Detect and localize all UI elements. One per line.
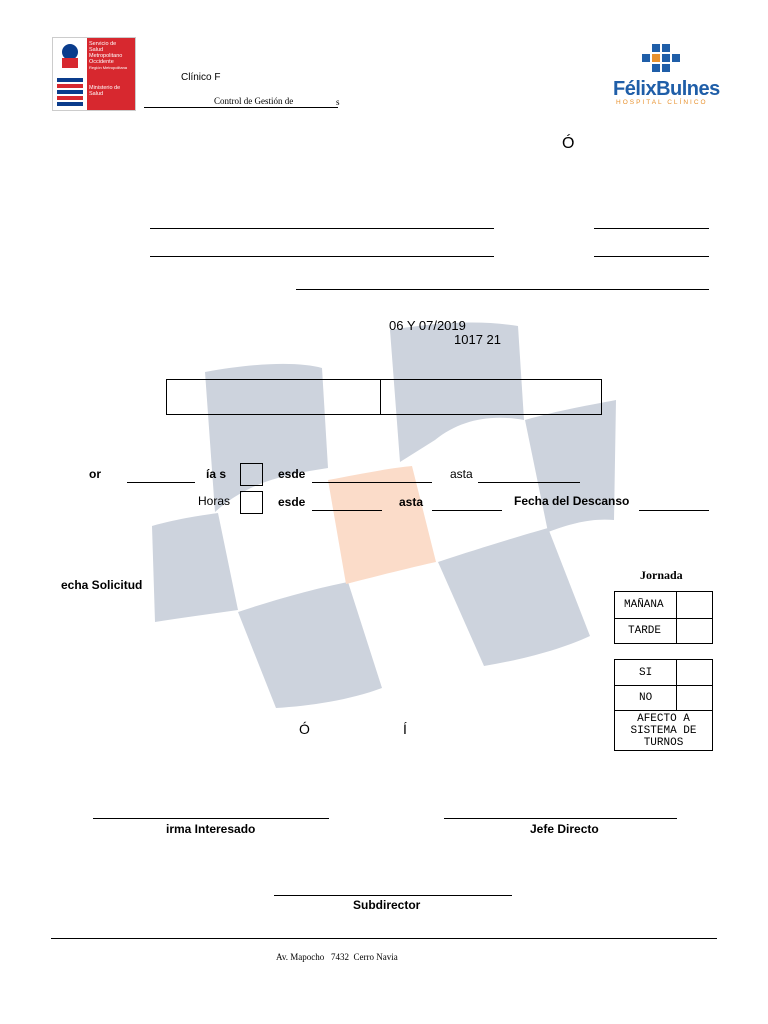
- jornada-row-label: MAÑANA: [614, 591, 677, 619]
- jornada-row-label: TARDE: [614, 618, 677, 644]
- turnos-caption-text: AFECTO A SISTEMA DE TURNOS: [630, 712, 697, 749]
- jornada-tarde-text: TARDE: [628, 625, 662, 637]
- middle-char-1: Ó: [299, 721, 310, 737]
- hasta-line: [478, 482, 580, 483]
- footer-address: Av. Mapocho 7432 Cerro Navia: [276, 952, 398, 962]
- dias-checkbox[interactable]: [240, 463, 263, 486]
- hospital-logo-icon: [642, 44, 680, 72]
- number-text: 1017 21: [454, 332, 501, 347]
- dias-label: ía s: [206, 467, 227, 481]
- hasta2-line: [432, 510, 502, 511]
- jornada-tarde-cell[interactable]: [676, 618, 713, 644]
- fecha-descanso-line: [639, 510, 709, 511]
- turnos-si-cell[interactable]: [676, 659, 713, 686]
- turnos-no-text: NO: [639, 692, 653, 704]
- turnos-no-cell[interactable]: [676, 685, 713, 711]
- desde2-line: [312, 510, 382, 511]
- logo-line: Occidente: [89, 59, 114, 65]
- signature-subdirector: Subdirector: [353, 898, 421, 912]
- logo-line: Metropolitano: [89, 53, 123, 59]
- coat-of-arms-icon: [53, 38, 87, 106]
- control-suffix: s: [336, 97, 340, 107]
- hospital-brand: FélixBulnes: [613, 78, 720, 100]
- blank-line-2: [594, 228, 709, 229]
- signature-interesado: irma Interesado: [166, 822, 256, 836]
- input-box-left[interactable]: [166, 379, 381, 415]
- logo-line: Salud: [89, 47, 104, 53]
- blank-line-4: [594, 256, 709, 257]
- signature-line-subdirector: [274, 895, 512, 896]
- signature-jefe: Jefe Directo: [530, 822, 599, 836]
- blank-line-1: [150, 228, 494, 229]
- jornada-manana-text: MAÑANA: [624, 599, 664, 611]
- horas-label: Horas: [198, 494, 231, 508]
- por-label: or: [89, 467, 101, 481]
- desde-line: [312, 482, 432, 483]
- header-accent-char: Ó: [562, 135, 575, 152]
- signature-line-jefe: [444, 818, 677, 819]
- control-text: Control de Gestión de: [214, 96, 294, 106]
- input-box-right[interactable]: [380, 379, 602, 415]
- hasta2-label: asta: [399, 495, 424, 509]
- fecha-solicitud-label: echa Solicitud: [61, 578, 143, 592]
- hasta-label: asta: [450, 467, 473, 481]
- desde-label: esde: [278, 467, 306, 481]
- jornada-title: Jornada: [640, 568, 683, 582]
- hospital-sub: HOSPITAL CLÍNICO: [616, 99, 708, 106]
- middle-char-2: Í: [403, 721, 407, 737]
- date-text: 06 Y 07/2019: [389, 318, 466, 333]
- logo-line: Ministerio de: [89, 85, 121, 91]
- logo-line: Región Metropolitana: [89, 65, 128, 70]
- horas-checkbox[interactable]: [240, 491, 263, 514]
- footer-rule: [51, 938, 717, 939]
- jornada-manana-cell[interactable]: [676, 591, 713, 619]
- turnos-si-text: SI: [639, 666, 653, 679]
- por-line: [127, 482, 195, 483]
- turnos-caption: AFECTO A SISTEMA DE TURNOS: [614, 710, 713, 751]
- ministry-logo: Servicio de Salud Metropolitano Occident…: [52, 37, 136, 111]
- blank-line-3: [150, 256, 494, 257]
- logo-line: Servicio de: [89, 41, 117, 47]
- logo-line: Salud: [89, 91, 104, 97]
- turnos-row-label: SI: [614, 659, 677, 686]
- turnos-row-label: NO: [614, 685, 677, 711]
- clinic-fragment: Clínico F: [181, 72, 221, 83]
- control-underline: [144, 107, 338, 108]
- fecha-descanso-label: Fecha del Descanso: [514, 494, 630, 508]
- signature-line-interesado: [93, 818, 329, 819]
- blank-line-5: [296, 289, 709, 290]
- desde2-label: esde: [278, 495, 306, 509]
